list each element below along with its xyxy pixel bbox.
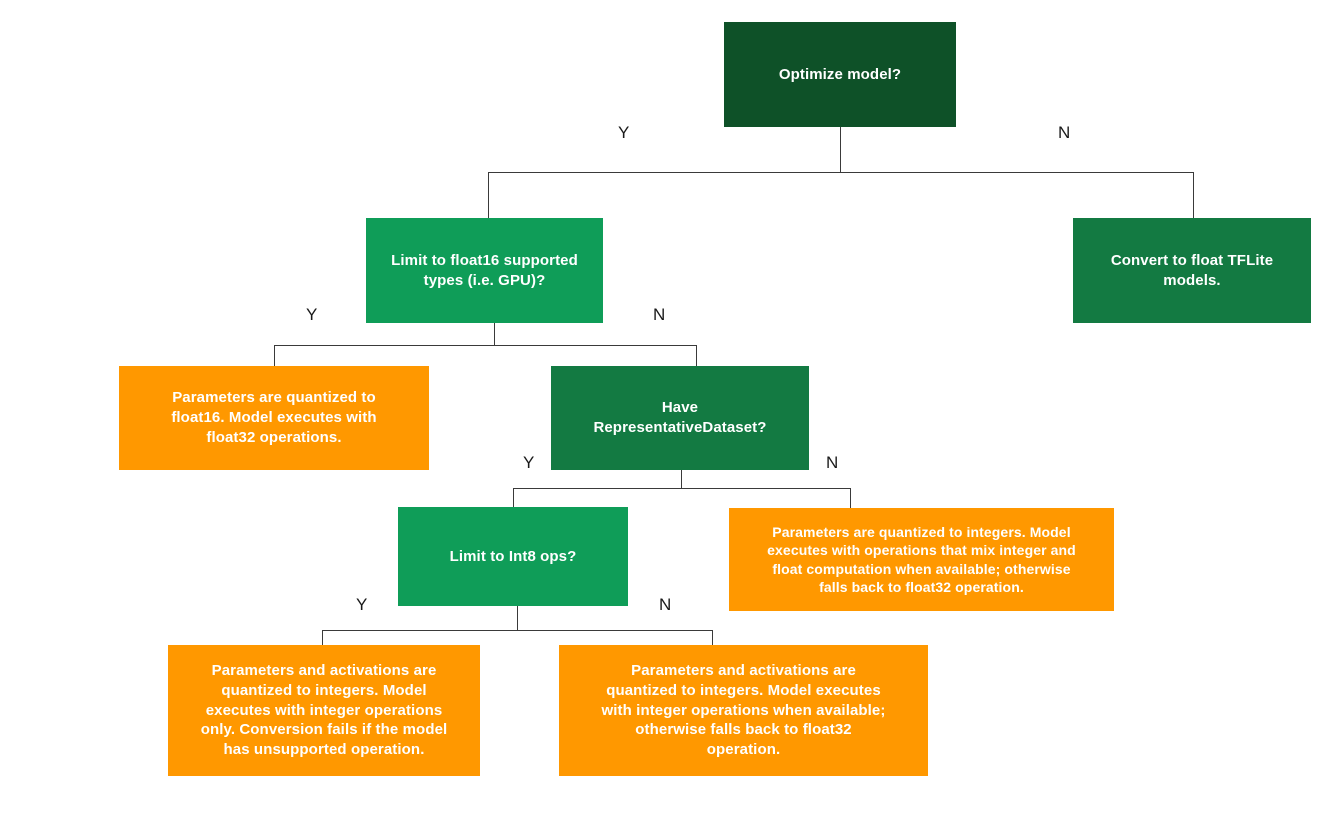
connector-e-int8-bus: [322, 630, 712, 631]
node-params-float16[interactable]: Parameters are quantized to float16. Mod…: [119, 366, 429, 470]
branch-label-f16-no: N: [653, 305, 666, 324]
node-params-acts-integer-only[interactable]: Parameters and activations are quantized…: [168, 645, 480, 776]
connector-e-opt-to-f16: [488, 172, 489, 219]
node-convert-float-tflite[interactable]: Convert to float TFLite models.: [1073, 218, 1311, 323]
branch-label-f16-yes: Y: [306, 305, 318, 324]
connector-e-rds-stem: [681, 470, 682, 489]
connector-e-int8-stem: [517, 606, 518, 631]
connector-e-f16-bus: [274, 345, 696, 346]
node-limit-float16[interactable]: Limit to float16 supported types (i.e. G…: [366, 218, 603, 323]
connector-e-int8-to-fall: [712, 630, 713, 646]
node-have-representative-dataset[interactable]: Have RepresentativeDataset?: [551, 366, 809, 470]
node-limit-int8-ops[interactable]: Limit to Int8 ops?: [398, 507, 628, 606]
branch-label-opt-no: N: [1058, 123, 1071, 142]
connector-e-rds-to-mixed: [850, 488, 851, 509]
connector-e-opt-to-float: [1193, 172, 1194, 219]
connector-e-rds-to-int8: [513, 488, 514, 508]
connector-e-opt-stem: [840, 127, 841, 173]
branch-label-int8-yes: Y: [356, 595, 368, 614]
connector-e-f16-to-rds: [696, 345, 697, 367]
branch-label-opt-yes: Y: [618, 123, 630, 142]
node-params-integers-mixed[interactable]: Parameters are quantized to integers. Mo…: [729, 508, 1114, 611]
node-params-acts-integer-fallback[interactable]: Parameters and activations are quantized…: [559, 645, 928, 776]
connector-e-rds-bus: [513, 488, 850, 489]
connector-e-f16-to-orange: [274, 345, 275, 367]
branch-label-rds-no: N: [826, 453, 839, 472]
branch-label-int8-no: N: [659, 595, 672, 614]
connector-e-f16-stem: [494, 323, 495, 346]
node-optimize-model[interactable]: Optimize model?: [724, 22, 956, 127]
connector-e-int8-to-only: [322, 630, 323, 646]
connector-e-opt-bus: [488, 172, 1194, 173]
branch-label-rds-yes: Y: [523, 453, 535, 472]
